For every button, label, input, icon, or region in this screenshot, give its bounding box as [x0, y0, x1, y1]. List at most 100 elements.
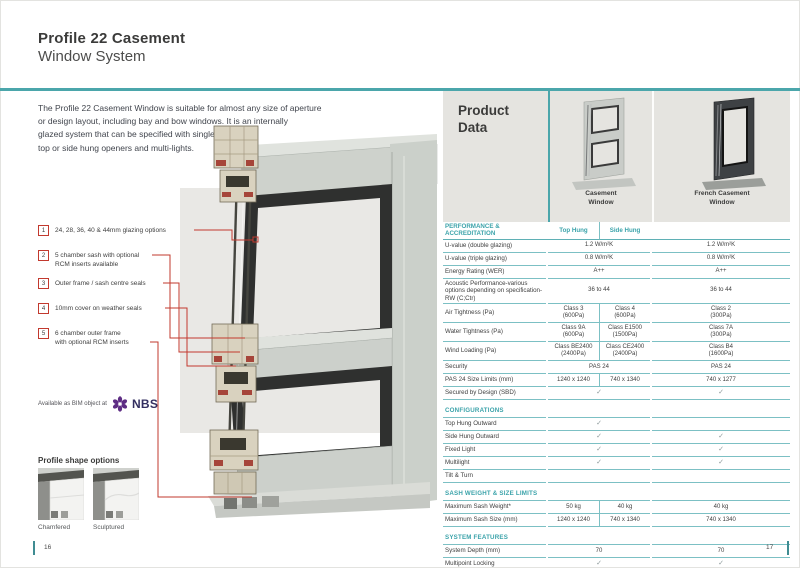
row-label: Multilight	[443, 457, 546, 471]
row-label: U-value (double glazing)	[443, 240, 546, 253]
callout-item: 1 24, 28, 36, 40 & 44mm glazing options	[38, 225, 166, 236]
callout-text: 10mm cover on weather seals	[55, 305, 142, 312]
row-label: Water Tightness (Pa)	[443, 323, 546, 343]
top-hung-header: Top Hung	[548, 222, 599, 240]
callout-text: 24, 28, 36, 40 & 44mm glazing options	[55, 227, 166, 234]
intro-paragraph: The Profile 22 Casement Window is suitab…	[38, 103, 322, 153]
casement-value: ✓	[548, 457, 650, 471]
table-section-row: CONFIGURATIONS	[443, 405, 790, 419]
french-casement-value: Class B4 (1600Pa)	[652, 342, 790, 362]
top-hung-value: 1240 x 1240	[548, 514, 599, 528]
french-casement-value: Class 2 (300Pa)	[652, 304, 790, 324]
chamfered-label: Chamfered	[38, 524, 71, 531]
row-label: Air Tightness (Pa)	[443, 304, 546, 324]
side-hung-value: 740 x 1340	[599, 374, 650, 388]
casement-value: A++	[548, 266, 650, 279]
callout-number: 4	[38, 303, 49, 314]
table-row: Fixed Light✓✓	[443, 444, 790, 458]
nbs-logo-text: NBS	[131, 397, 159, 411]
french-column-header: French Casement Window	[694, 190, 750, 206]
row-label: U-value (triple glazing)	[443, 253, 546, 266]
row-label: Energy Rating (WER)	[443, 266, 546, 279]
french-casement-value	[652, 405, 790, 419]
table-row: Water Tightness (Pa)Class 9A (600Pa)Clas…	[443, 323, 790, 343]
table-row: Wind Loading (Pa)Class BE2400 (2400Pa)Cl…	[443, 342, 790, 362]
callout-item: 4 10mm cover on weather seals	[38, 303, 142, 314]
callout-number: 1	[38, 225, 49, 236]
french-casement-value: 740 x 1340	[652, 514, 790, 528]
casement-value: ✓	[548, 431, 650, 445]
table-section-row: SASH WEIGHT & SIZE LIMITS	[443, 488, 790, 502]
row-label: Acoustic Performance-various options dep…	[443, 279, 546, 305]
page-title: Profile 22 Casement Window System	[38, 30, 185, 65]
french-casement-value: PAS 24	[652, 361, 790, 375]
callout-text: 6 chamber outer frame with optional RCM …	[55, 330, 129, 347]
bim-text: Available as BIM object at	[38, 401, 107, 407]
casement-value: 0.8 W/m²K	[548, 253, 650, 266]
french-casement-value	[652, 418, 790, 432]
callout-number: 2	[38, 250, 49, 261]
row-label: Multipoint Locking	[443, 558, 546, 568]
side-hung-header: Side Hung	[599, 222, 650, 240]
product-data-panel: Product Data Casement Window French Case…	[443, 91, 790, 222]
panel-divider-white	[652, 91, 654, 222]
row-label: PERFORMANCE & ACCREDITATION	[443, 222, 546, 240]
casement-value	[548, 470, 650, 484]
row-label: PAS 24 Size Limits (mm)	[443, 374, 546, 388]
callout-number: 3	[38, 278, 49, 289]
row-label: Top Hung Outward	[443, 418, 546, 432]
profile-shape-thumbnails	[38, 468, 139, 520]
french-casement-value: 1.2 W/m²K	[652, 240, 790, 253]
french-casement-value: 36 to 44	[652, 279, 790, 305]
top-hung-value: Class BE2400 (2400Pa)	[548, 342, 599, 362]
row-label: Side Hung Outward	[443, 431, 546, 445]
row-label: Fixed Light	[443, 444, 546, 458]
table-row: Energy Rating (WER)A++A++	[443, 266, 790, 279]
profile-shape-labels: Chamfered Sculptured	[38, 524, 124, 531]
side-hung-value: Class CE2400 (2400Pa)	[599, 342, 650, 362]
casement-value	[548, 405, 650, 419]
french-casement-value: 740 x 1277	[652, 374, 790, 388]
callout-text: Outer frame / sash centre seals	[55, 280, 146, 287]
column-gap	[650, 222, 652, 240]
casement-value	[548, 488, 650, 502]
french-casement-value	[652, 532, 790, 546]
row-label: System Depth (mm)	[443, 545, 546, 559]
casement-value: ✓	[548, 444, 650, 458]
window-cross-section-diagram	[208, 125, 438, 518]
french-casement-window-image	[702, 97, 766, 190]
top-hung-value: Class 3 (600Pa)	[548, 304, 599, 324]
casement-value	[548, 532, 650, 546]
french-casement-value: ✓	[652, 457, 790, 471]
casement-window-image	[572, 97, 636, 190]
sculptured-profile-image	[93, 468, 139, 520]
row-label: SASH WEIGHT & SIZE LIMITS	[443, 488, 546, 502]
french-casement-value: 0.8 W/m²K	[652, 253, 790, 266]
nbs-logo-icon	[112, 396, 128, 412]
table-row: Air Tightness (Pa)Class 3 (600Pa)Class 4…	[443, 304, 790, 324]
table-row: Multipoint Locking✓✓	[443, 558, 790, 568]
bim-note: Available as BIM object at NBS	[38, 396, 158, 412]
french-casement-value: 40 kg	[652, 501, 790, 515]
column-gap	[546, 222, 548, 240]
side-hung-value: Class E1500 (1500Pa)	[599, 323, 650, 343]
french-casement-value: ✓	[652, 558, 790, 568]
product-data-title: Product Data	[458, 103, 510, 135]
profile-options-title: Profile shape options	[38, 456, 120, 465]
french-casement-value: ✓	[652, 387, 790, 401]
side-hung-value: 740 x 1340	[599, 514, 650, 528]
casement-column-header: Casement Window	[585, 190, 617, 206]
casement-value: 70	[548, 545, 650, 559]
french-casement-value: ✓	[652, 444, 790, 458]
french-casement-value	[652, 222, 790, 240]
table-row: Acoustic Performance-various options dep…	[443, 279, 790, 305]
row-label: Maximum Sash Size (mm)	[443, 514, 546, 528]
side-hung-value: Class 4 (600Pa)	[599, 304, 650, 324]
